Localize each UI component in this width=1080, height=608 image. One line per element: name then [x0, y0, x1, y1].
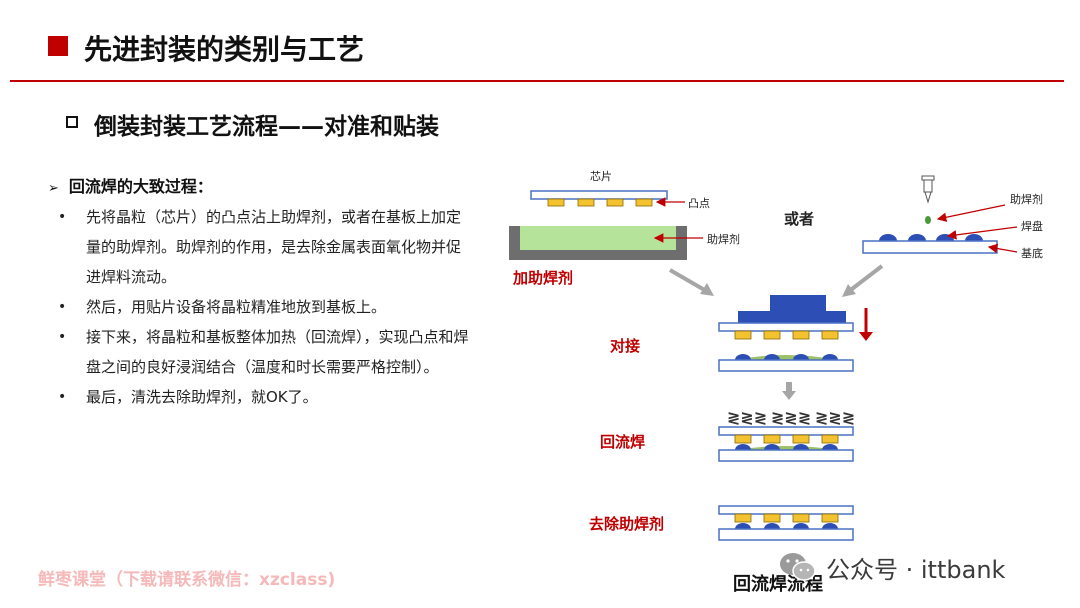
heat-waves-icon: ≷≷≷: [815, 408, 855, 427]
substrate-pointer-arrow: [987, 243, 1018, 254]
pad: [735, 354, 751, 360]
source-credit: 公众号 · ittbank: [778, 550, 1005, 584]
pad: [735, 444, 751, 450]
bullet-dot: •: [58, 389, 67, 405]
bullet-text: 最后，清洗去除助焊剂，就OK了。: [86, 388, 318, 406]
bump: [547, 198, 565, 207]
section-heading-text: 回流焊的大致过程：: [68, 177, 213, 196]
pad: [793, 444, 809, 450]
bump: [734, 330, 752, 340]
title-divider: [10, 80, 1064, 82]
wechat-icon: [780, 553, 816, 581]
bullet-dot: •: [58, 209, 67, 225]
bump: [821, 513, 839, 523]
list-item: • 接下来，将晶粒和基板整体加热（回流焊），实现凸点和焊盘之间的良好浸润结合（温度…: [58, 322, 470, 382]
add-flux-label: 加助焊剂: [512, 269, 573, 287]
bump: [821, 434, 839, 444]
pad: [735, 523, 751, 529]
pad: [822, 354, 838, 360]
pad: [822, 444, 838, 450]
bullet-dot: •: [58, 329, 67, 345]
substrate: [718, 449, 854, 462]
pad: [879, 234, 897, 241]
flux-drop-pointer-arrow: [936, 204, 1006, 222]
flux-pool: [520, 226, 676, 250]
page-subtitle: 倒装封装工艺流程——对准和贴装: [94, 114, 439, 140]
watermark-text: 鲜枣课堂（下载请联系微信：xzclass): [38, 570, 336, 590]
bullet-text: 接下来，将晶粒和基板整体加热（回流焊），实现凸点和焊盘之间的良好浸润结合（温度和…: [86, 328, 469, 376]
page-title: 先进封装的类别与工艺: [84, 33, 365, 66]
flux-drop: [925, 216, 931, 224]
align-step: 对接: [610, 295, 873, 372]
flux-dip-illustration: 芯片 凸点 助焊剂 加助焊剂: [509, 169, 740, 287]
title-marker: [48, 36, 68, 56]
reflow-step: 回流焊 ≷≷≷ ≷≷≷ ≷≷≷: [600, 408, 855, 462]
bump: [635, 198, 653, 207]
pad: [764, 354, 780, 360]
bump: [763, 434, 781, 444]
chip-body: [718, 322, 854, 332]
list-item: • 最后，清洗去除助焊剂，就OK了。: [58, 382, 470, 412]
bump-label: 凸点: [688, 197, 710, 210]
chip-body: [718, 505, 854, 515]
bump: [763, 330, 781, 340]
step-reflow-label: 回流焊: [600, 433, 645, 451]
bump: [792, 330, 810, 340]
pad: [822, 523, 838, 529]
converge-arrow-right: [846, 264, 884, 294]
bullet-text: 先将晶粒（芯片）的凸点沾上助焊剂，或者在基板上加定量的助焊剂。助焊剂的作用，是去…: [86, 208, 462, 286]
converge-arrow-left: [668, 268, 710, 294]
substrate-label: 基底: [1021, 246, 1043, 260]
step-down-arrow: [786, 382, 792, 392]
pad-label: 焊盘: [1021, 219, 1043, 233]
substrate: [718, 528, 854, 541]
flux-layer: [735, 446, 838, 450]
step-clean-label: 去除助焊剂: [589, 515, 664, 533]
bump: [792, 513, 810, 523]
pad: [908, 234, 926, 241]
pad-pointer-arrow: [946, 226, 1018, 240]
bullet-dot: •: [58, 299, 67, 315]
pad: [793, 523, 809, 529]
chip-label: 芯片: [590, 169, 612, 183]
chip-body: [530, 190, 668, 200]
chip-body: [718, 426, 854, 436]
list-item: • 然后，用贴片设备将晶粒精准地放到基板上。: [58, 292, 470, 322]
arrow-bullet-icon: ➢: [48, 181, 59, 196]
step-align-label: 对接: [610, 337, 640, 355]
pad: [764, 444, 780, 450]
heat-waves-icon: ≷≷≷: [727, 408, 767, 427]
pad: [965, 234, 983, 241]
bump: [763, 513, 781, 523]
flux-label-left: 助焊剂: [707, 232, 740, 246]
flux-dispense-illustration: 助焊剂 焊盘 基底: [862, 175, 1043, 260]
list-item: • 先将晶粒（芯片）的凸点沾上助焊剂，或者在基板上加定量的助焊剂。助焊剂的作用，是…: [58, 202, 470, 292]
source-credit-text: 公众号 · ittbank: [826, 555, 1006, 584]
bullet-list: • 先将晶粒（芯片）的凸点沾上助焊剂，或者在基板上加定量的助焊剂。助焊剂的作用，是…: [58, 202, 470, 412]
bump: [792, 434, 810, 444]
pad: [764, 523, 780, 529]
flux-label-right: 助焊剂: [1010, 192, 1043, 206]
flux-layer: [735, 355, 838, 360]
pad: [793, 354, 809, 360]
bump: [734, 434, 752, 444]
placement-head: [770, 295, 826, 312]
dispenser-nozzle: [924, 191, 932, 204]
bump: [821, 330, 839, 340]
substrate: [862, 240, 998, 254]
clean-step: 去除助焊剂: [589, 505, 854, 541]
bump: [577, 198, 595, 207]
bullet-text: 然后，用贴片设备将晶粒精准地放到基板上。: [86, 298, 387, 316]
heat-waves-icon: ≷≷≷: [771, 408, 811, 427]
section-heading: ➢ 回流焊的大致过程：: [48, 173, 213, 197]
or-label: 或者: [784, 210, 814, 228]
bump: [606, 198, 624, 207]
subtitle-square-icon: [66, 116, 78, 128]
substrate: [718, 359, 854, 372]
bump: [734, 513, 752, 523]
